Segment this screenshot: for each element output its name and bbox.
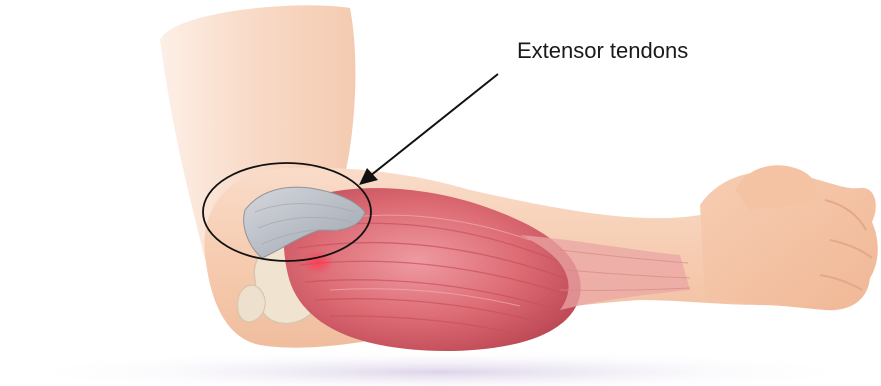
annotation-arrow-line <box>370 74 498 176</box>
callout-label-extensor-tendons: Extensor tendons <box>517 40 688 62</box>
floor-shadow <box>10 350 870 386</box>
thumb <box>735 165 817 210</box>
